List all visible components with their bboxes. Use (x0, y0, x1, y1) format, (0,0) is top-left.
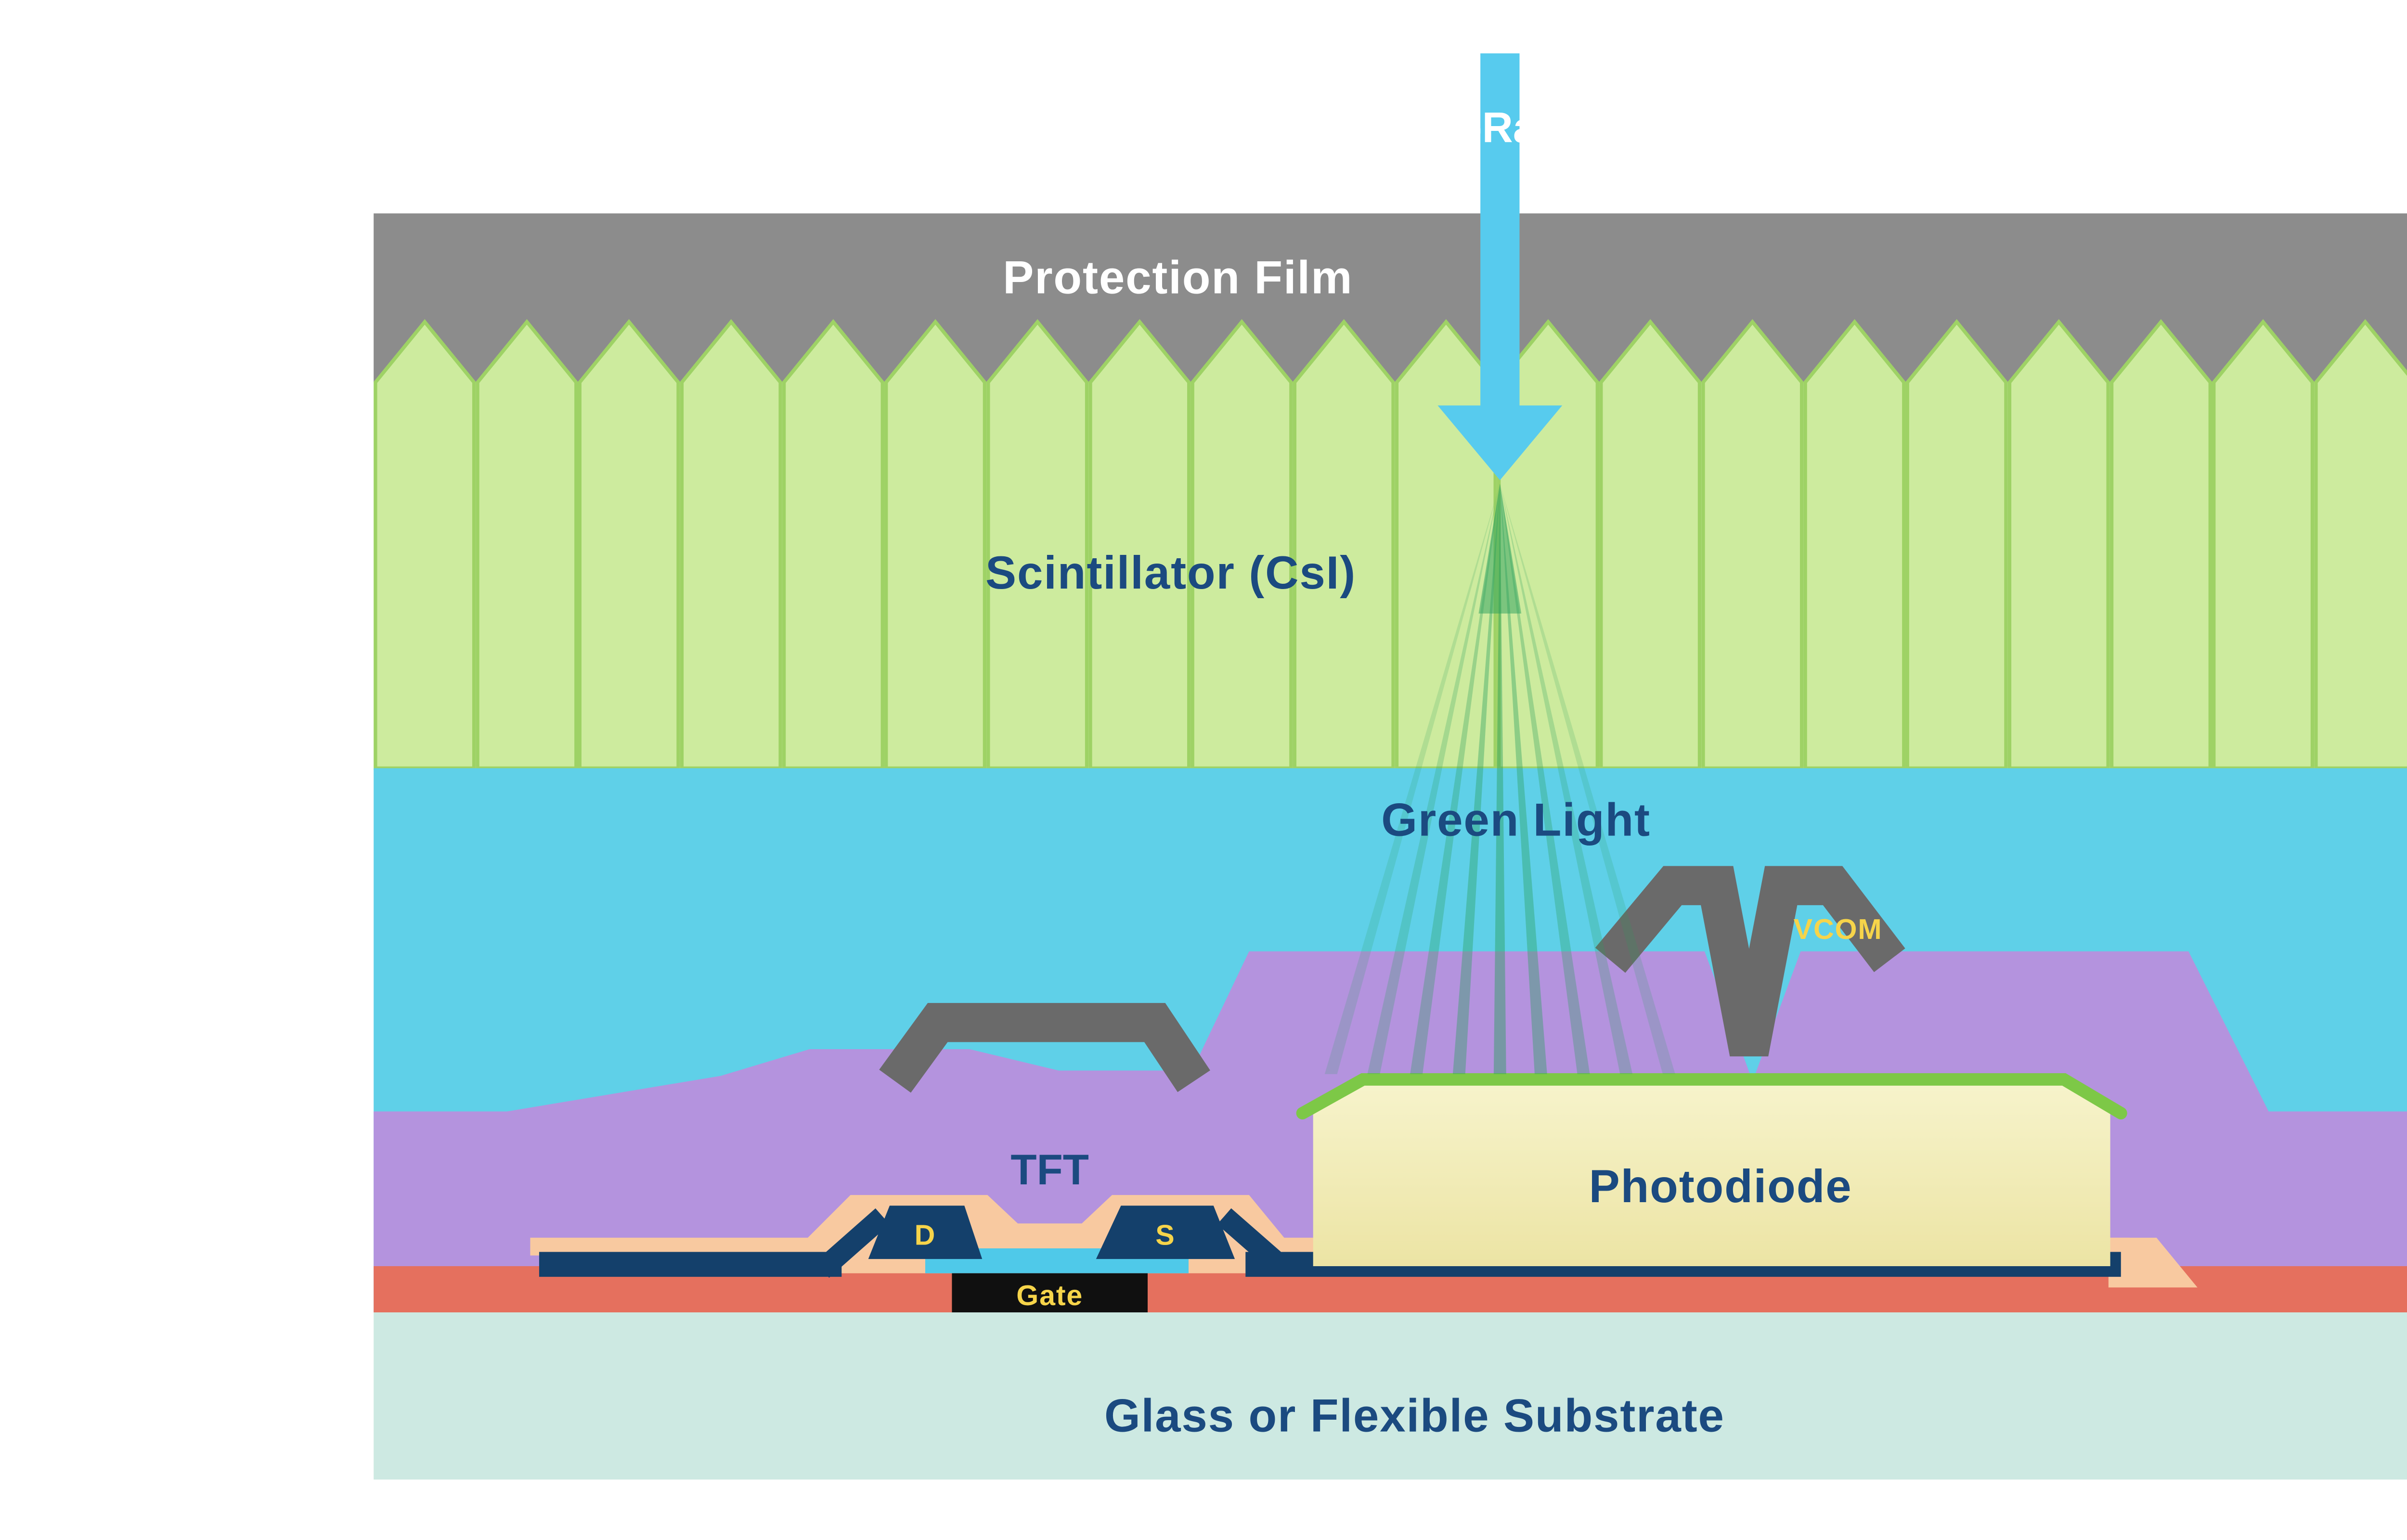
photodiode-green-edge (1296, 1073, 2127, 1120)
scintillator-column (1905, 319, 2008, 770)
source-label: S (1155, 1219, 1175, 1251)
photodiode-slab (1313, 1074, 2110, 1266)
gate-electrode (952, 1273, 1148, 1313)
light-shield-metal (879, 1003, 1210, 1093)
xray-label: X-Ray (1439, 104, 1560, 152)
scintillator-column (1293, 319, 1395, 770)
scintillator-column (1803, 319, 1906, 770)
scintillator-column (2109, 319, 2212, 770)
scintillator-column (2212, 319, 2315, 770)
scintillator-column (782, 319, 884, 770)
gate-label: Gate (1016, 1279, 1083, 1311)
drain-label: D (915, 1219, 936, 1251)
scintillator-column (578, 319, 680, 770)
scintillator-column (374, 319, 476, 770)
green-light-ray (1493, 484, 1506, 1074)
scintillator-column (1191, 319, 1293, 770)
xray-arrow-icon (1437, 53, 1563, 480)
scintillator-columns (374, 319, 2407, 770)
drain-electrode (868, 1206, 983, 1259)
metal-bar-left (539, 1252, 842, 1277)
source-connector (1217, 1208, 1288, 1274)
green-light-ray (1367, 484, 1500, 1074)
scintillator-column (680, 319, 782, 770)
scintillator-column (1701, 319, 1804, 770)
peach-step-right (2108, 1237, 2198, 1288)
vcom-label: VCOM (1794, 913, 1883, 945)
drain-connector (815, 1208, 890, 1278)
scintillator-label: Scintillator (CsI) (985, 547, 1356, 599)
photodiode-label: Photodiode (1589, 1161, 1852, 1212)
source-electrode (1096, 1206, 1235, 1259)
scintillator-column (986, 319, 1089, 770)
substrate-layer (374, 1312, 2407, 1480)
scintillator-column (2007, 319, 2110, 770)
scintillator-column (476, 319, 578, 770)
vcom-electrode (1595, 866, 1905, 1057)
scintillator-column (1088, 319, 1191, 770)
scintillator-column (884, 319, 987, 770)
protection-film-label: Protection Film (1003, 252, 1353, 304)
protection-film-layer (374, 213, 2407, 383)
green-light-core (1478, 484, 1522, 614)
green-light-label: Green Light (1381, 795, 1651, 846)
tft-label: TFT (1010, 1146, 1089, 1194)
scintillator-column (2314, 319, 2407, 770)
substrate-label: Glass or Flexible Substrate (1104, 1390, 1725, 1442)
scintillator-column (1599, 319, 1702, 770)
